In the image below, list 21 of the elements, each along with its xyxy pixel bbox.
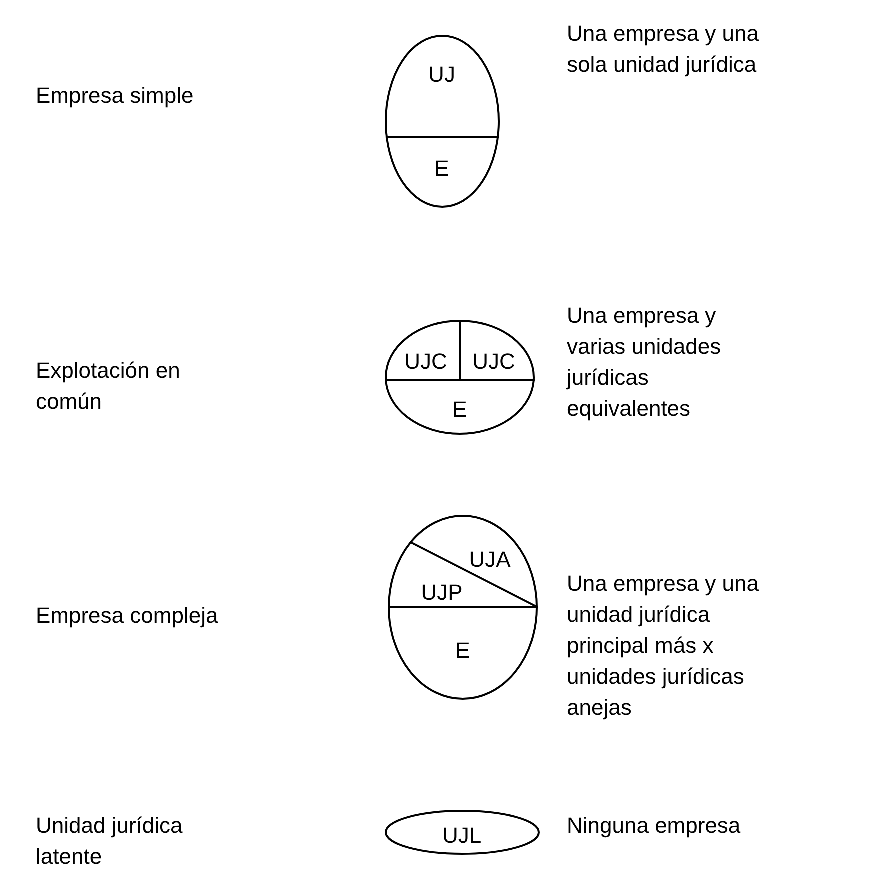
description-text: Una empresa y varias unidades jurídicas equivalentes xyxy=(567,302,722,423)
segment-label: UJA xyxy=(469,548,511,572)
segment-label: UJC xyxy=(404,350,448,374)
segment-label: UJP xyxy=(421,581,463,605)
split-ellipse xyxy=(385,320,535,435)
segment-label: E xyxy=(456,639,470,663)
split-ellipse xyxy=(385,35,500,208)
description-text: Una empresa y una sola unidad jurídica xyxy=(567,20,760,79)
ellipse-node xyxy=(385,810,540,855)
split-ellipse xyxy=(388,515,538,700)
description-text: Ninguna empresa xyxy=(567,812,742,840)
row-label: Explotación en común xyxy=(36,357,182,416)
row-label: Empresa compleja xyxy=(36,602,220,630)
row-label: Empresa simple xyxy=(36,82,195,110)
segment-label: E xyxy=(434,157,450,181)
segment-label: UJL xyxy=(442,824,482,848)
segment-label: UJC xyxy=(472,350,516,374)
segment-label: UJ xyxy=(428,63,456,87)
segment-label: E xyxy=(452,398,468,422)
row-label: Unidad jurídica latente xyxy=(36,812,184,871)
description-text: Una empresa y una unidad jurídica principal más x unidades jurídicas anejas xyxy=(567,570,760,722)
